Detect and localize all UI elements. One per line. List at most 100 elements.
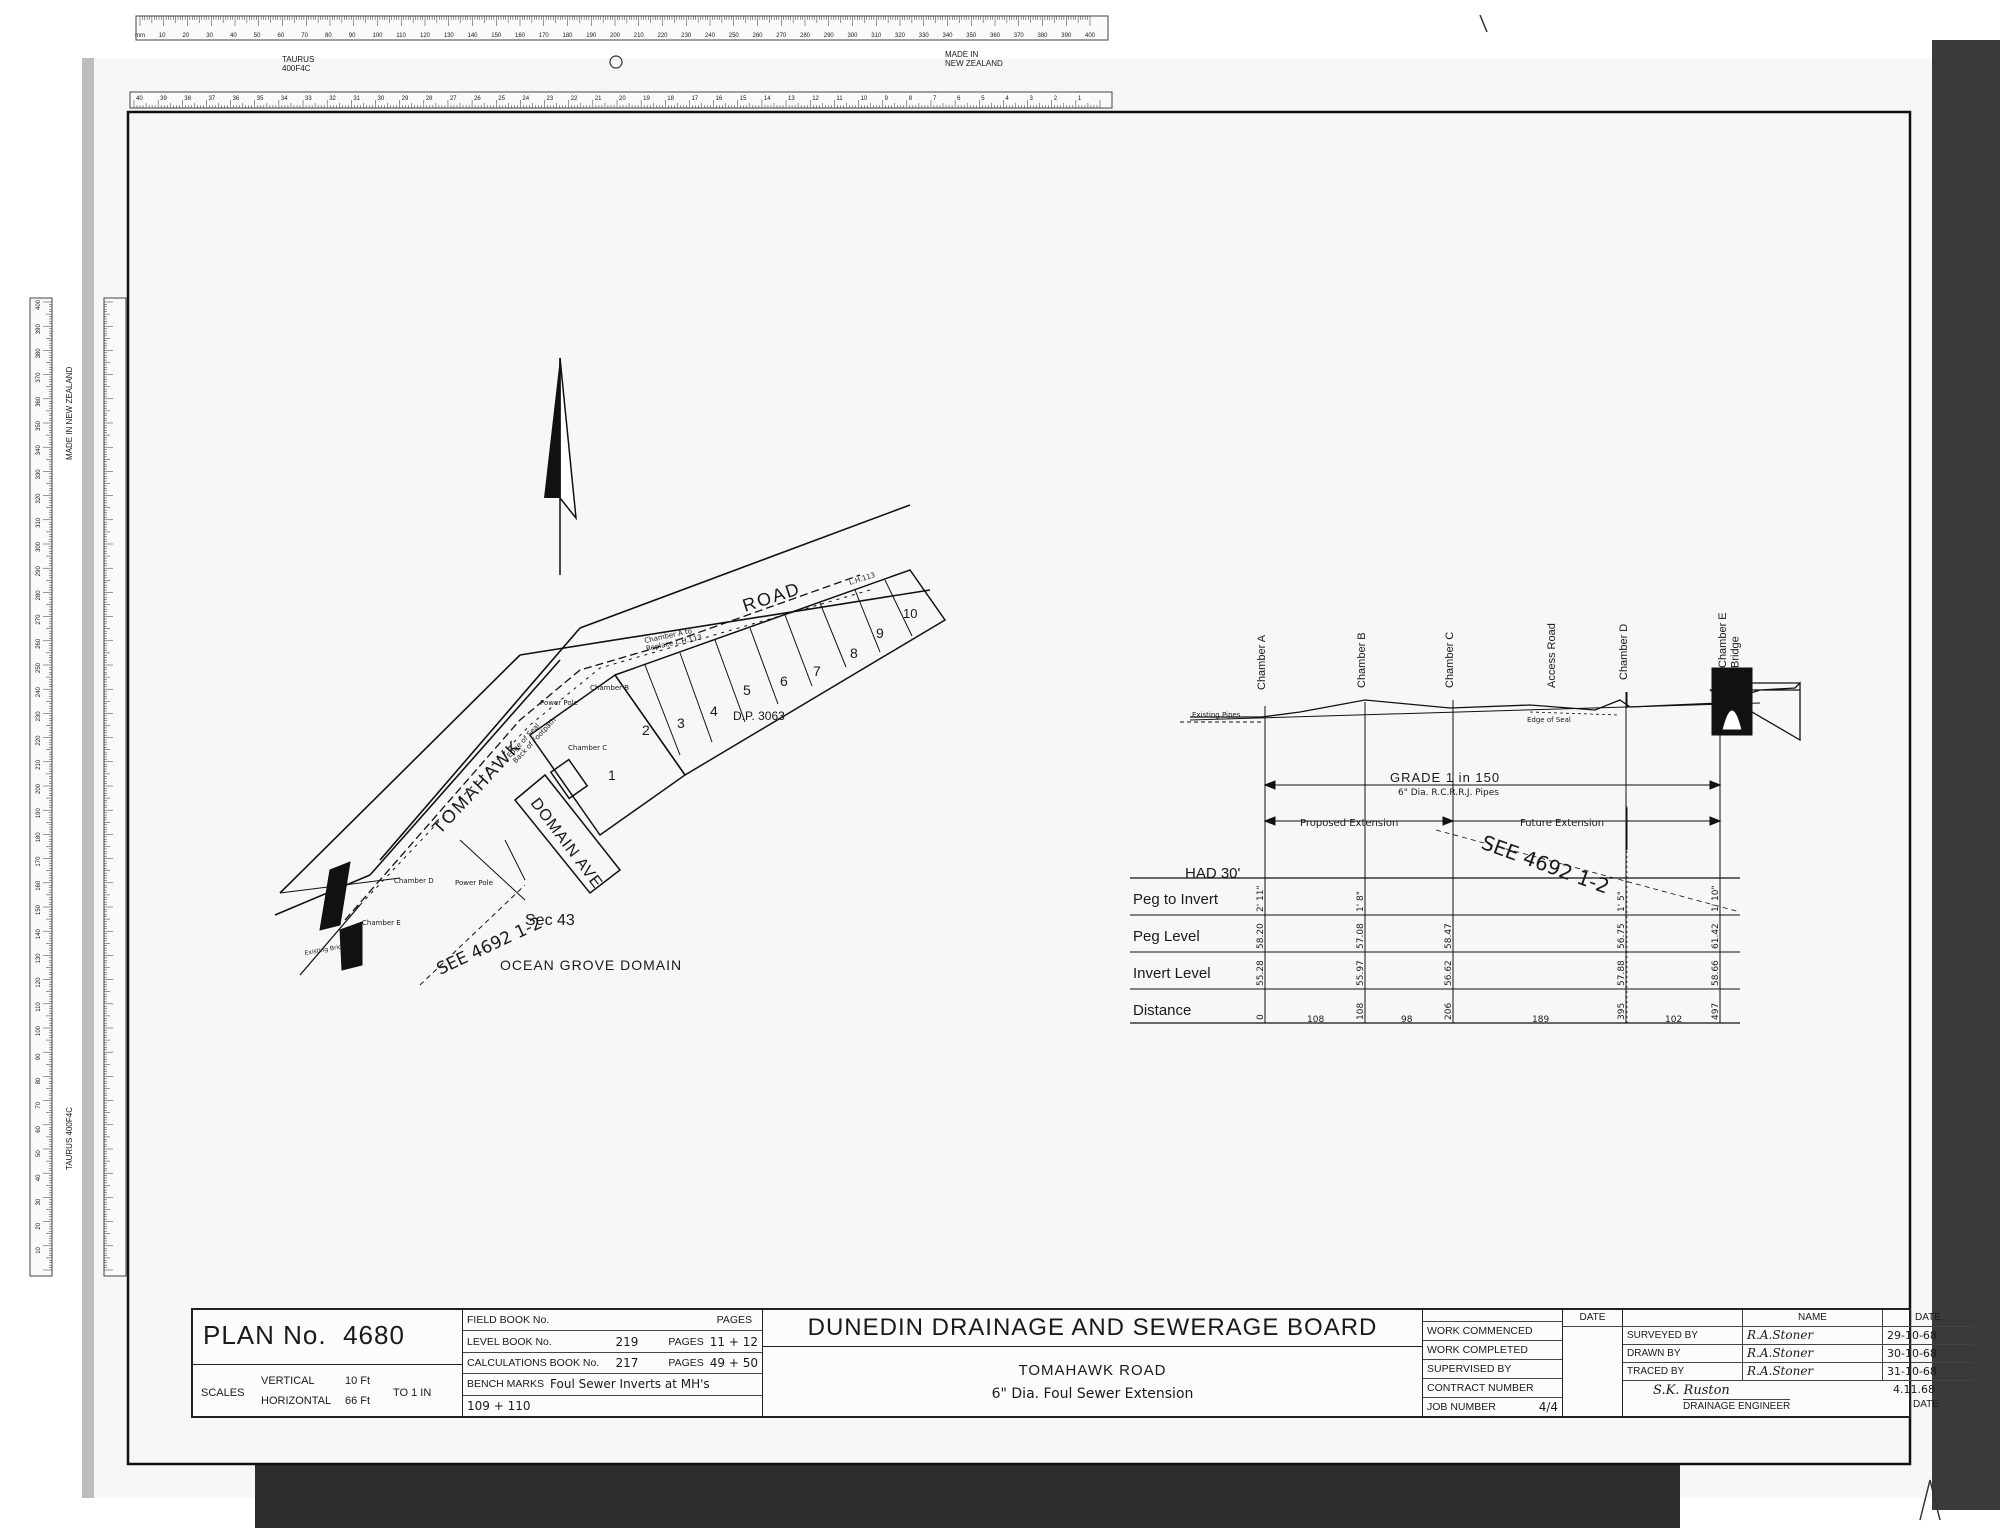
engineer-date: 4.11.68 bbox=[1893, 1383, 1935, 1396]
ruler-tick-label: 23 bbox=[547, 96, 554, 102]
ruler-tick-label: 4 bbox=[1005, 96, 1009, 102]
bench-marks-value: Foul Sewer Inverts at MH's bbox=[550, 1377, 710, 1392]
road-edge-mid bbox=[369, 659, 561, 876]
scan-edge-left bbox=[82, 58, 94, 1498]
horizontal-label: HORIZONTAL bbox=[261, 1395, 332, 1407]
drawn-date: 30-10-68 bbox=[1883, 1345, 1973, 1363]
road-edge-upper bbox=[379, 627, 581, 861]
ruler-tick-label: 330 bbox=[919, 33, 930, 39]
profile-value-invert-level: 55.28 bbox=[1256, 960, 1266, 986]
profile-value-invert-level: 58.66 bbox=[1711, 960, 1721, 986]
bridge-hatch-2 bbox=[339, 921, 363, 971]
ruler-tick-label: 150 bbox=[491, 33, 502, 39]
lot-5: 5 bbox=[743, 682, 751, 698]
field-book-label: FIELD BOOK No. bbox=[467, 1314, 550, 1327]
profile-value-peg-to-invert: 1' 10" bbox=[1711, 885, 1721, 912]
ruler-tick-label: 360 bbox=[990, 33, 1001, 39]
profile-chamber-d: Chamber D bbox=[1618, 624, 1630, 680]
ruler-tick-label: 14 bbox=[764, 96, 771, 102]
ruler-tick-label: 30 bbox=[378, 96, 385, 102]
power-pole-label-1: Power Pole bbox=[540, 699, 578, 707]
ruler-tick-label: 50 bbox=[254, 33, 261, 39]
ruler-tick-label: 230 bbox=[681, 33, 692, 39]
lot-3: 3 bbox=[677, 715, 685, 731]
future-extension-label: Future Extension bbox=[1520, 818, 1604, 829]
engineer-signature: S.K. Ruston bbox=[1653, 1383, 1730, 1398]
work-date-cell: DATE bbox=[1563, 1310, 1623, 1416]
profile-value-invert-level: 56.62 bbox=[1444, 960, 1454, 986]
ruler-tick-label: 350 bbox=[966, 33, 977, 39]
left-ruler-made-in: MADE IN NEW ZEALAND bbox=[65, 366, 74, 460]
profile-value-distance: 0 bbox=[1256, 1014, 1266, 1020]
pipes-label: 6" Dia. R.C.R.R.J. Pipes bbox=[1398, 788, 1499, 798]
traced-by-label: TRACED BY bbox=[1623, 1363, 1743, 1381]
ruler-tick-label: 230 bbox=[36, 711, 42, 722]
ruler-tick-label: 100 bbox=[373, 33, 384, 39]
scales-box: SCALES VERTICAL 10 Ft HORIZONTAL 66 Ft T… bbox=[193, 1364, 462, 1416]
ruler-tick-label: 170 bbox=[36, 856, 42, 867]
ruler-tick-label: 12 bbox=[812, 96, 819, 102]
ruler-tick-label: 20 bbox=[36, 1222, 42, 1229]
ruler-tick-label: 220 bbox=[36, 735, 42, 746]
segment-length: 102 bbox=[1665, 1015, 1682, 1025]
dp-label: D.P. 3063 bbox=[733, 709, 785, 723]
ruler-tick-label: 9 bbox=[885, 96, 889, 102]
ruler-tick-label: 380 bbox=[1038, 33, 1049, 39]
calc-book-label: CALCULATIONS BOOK No. bbox=[467, 1357, 600, 1370]
ruler-tick-label: mm bbox=[135, 33, 145, 39]
ruler-tick-label: 70 bbox=[301, 33, 308, 39]
work-completed-row: WORK COMPLETED bbox=[1423, 1341, 1562, 1360]
ruler-tick-label: 50 bbox=[36, 1150, 42, 1157]
lot-4: 4 bbox=[710, 703, 718, 719]
profile-value-distance: 497 bbox=[1711, 1003, 1721, 1020]
datum-label: HAD 30' bbox=[1185, 865, 1241, 882]
job-number-value: 4/4 bbox=[1538, 1399, 1558, 1414]
ruler-tick-label: 180 bbox=[563, 33, 574, 39]
ruler-tick-label: 110 bbox=[396, 33, 406, 39]
bench-marks-label: BENCH MARKS bbox=[467, 1378, 545, 1391]
pipe-invert-line bbox=[1189, 702, 1761, 721]
ruler-tick-label: 400 bbox=[1085, 33, 1096, 39]
plan-number-cell: PLAN No. 4680 SCALES VERTICAL 10 Ft HORI… bbox=[193, 1310, 463, 1416]
ruler-tick-label: 20 bbox=[183, 33, 190, 39]
board-cell: DUNEDIN DRAINAGE AND SEWERAGE BOARD TOMA… bbox=[763, 1310, 1423, 1416]
ruler-tick-label: 110 bbox=[36, 1002, 42, 1012]
building bbox=[549, 758, 589, 800]
ruler-tick-label: 200 bbox=[36, 783, 42, 794]
drawn-by-name: R.A.Stoner bbox=[1743, 1345, 1883, 1363]
ruler-tick-label: 270 bbox=[776, 33, 787, 39]
profile-chamber-a: Chamber A bbox=[1256, 634, 1268, 690]
traced-date: 31-10-68 bbox=[1883, 1363, 1973, 1381]
ruler-tick-label: 290 bbox=[824, 33, 835, 39]
level-pages-value: 11 + 12 bbox=[709, 1334, 758, 1349]
ruler-tick-label: 120 bbox=[36, 977, 42, 988]
domain-ave-road bbox=[513, 773, 622, 895]
road-edge-south bbox=[274, 874, 371, 916]
ruler-tick-label: 300 bbox=[848, 33, 859, 39]
ruler-tick-label: 370 bbox=[36, 372, 42, 383]
ruler-tick-label: 290 bbox=[36, 566, 42, 577]
bridge-section bbox=[1711, 667, 1753, 736]
supervised-row: SUPERVISED BY bbox=[1423, 1360, 1562, 1379]
profile-value-peg-to-invert: 1' 8" bbox=[1356, 891, 1366, 912]
ruler-tick-label: 17 bbox=[691, 96, 698, 102]
row-label-invert-level: Invert Level bbox=[1133, 965, 1211, 982]
work-commenced-row: WORK COMMENCED bbox=[1423, 1322, 1562, 1341]
profile-value-peg-level: 56.75 bbox=[1617, 923, 1627, 949]
profile-value-distance: 206 bbox=[1444, 1003, 1454, 1020]
lot-1: 1 bbox=[608, 767, 616, 783]
calc-pages-value: 49 + 50 bbox=[709, 1356, 758, 1371]
profile-chamber-b: Chamber B bbox=[1356, 632, 1368, 688]
ruler-tick-label: 210 bbox=[36, 759, 42, 770]
surveyed-by-name: R.A.Stoner bbox=[1743, 1327, 1883, 1345]
work-cell: WORK COMMENCED WORK COMPLETED SUPERVISED… bbox=[1423, 1310, 1563, 1416]
ruler-tick-label: 140 bbox=[36, 929, 42, 940]
board-name: DUNEDIN DRAINAGE AND SEWERAGE BOARD bbox=[807, 1314, 1378, 1341]
profile-value-peg-level: 57.08 bbox=[1356, 923, 1366, 949]
work-completed-label: WORK COMPLETED bbox=[1427, 1343, 1528, 1356]
ruler-tick-label: 2 bbox=[1054, 96, 1058, 102]
row-label-peg-level: Peg Level bbox=[1133, 928, 1200, 945]
